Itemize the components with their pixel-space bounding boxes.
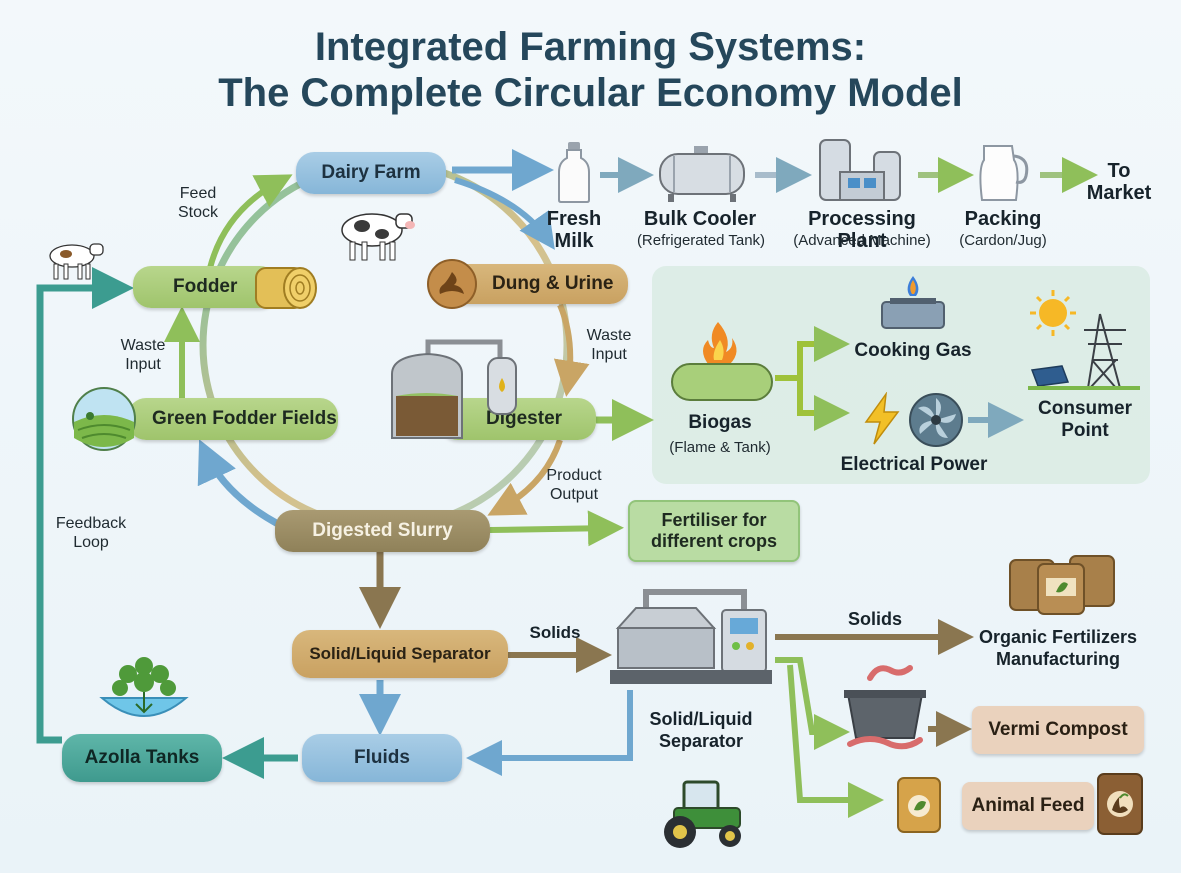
node-animal-feed: Animal Feed	[962, 782, 1094, 830]
node-fertiliser-crops: Fertiliser for different crops	[628, 500, 800, 562]
note-feed-stock: Feed Stock	[177, 185, 218, 221]
arrow-fodder-to-dairy	[207, 174, 293, 269]
node-green-fodder-fields: Green Fodder Fields	[128, 398, 338, 440]
arrow-dairy-to-dung	[454, 177, 555, 250]
label-to-market: To Market	[1086, 160, 1152, 204]
node-vermi-compost: Vermi Compost	[972, 706, 1144, 754]
node-digester: Digester	[440, 398, 596, 440]
dung-icon	[427, 259, 477, 309]
label-biogas-sub: (Flame & Tank)	[669, 439, 771, 456]
label-bulk-cooler-sub: (Refrigerated Tank)	[636, 232, 766, 249]
note-solids-2: Solids	[847, 609, 902, 629]
green-field-icon	[72, 387, 136, 451]
note-product-output: Product Output	[546, 467, 602, 503]
biogas-tank-flame-icon	[671, 322, 773, 401]
fertilizer-sacks-icon	[1009, 555, 1115, 615]
arrow-slurry-to-green-fodder	[197, 439, 280, 528]
arrow-slurry-to-fertiliser	[489, 510, 624, 547]
label-fresh-milk: Fresh Milk	[546, 208, 602, 252]
azolla-plant-icon	[99, 657, 189, 717]
bulk-cooler-icon	[659, 146, 745, 202]
arrow-biogas-to-power	[797, 378, 850, 431]
milk-jug-icon	[979, 145, 1029, 201]
node-fluids: Fluids	[302, 734, 462, 782]
label-processing-plant-sub: (Advanced Machine)	[793, 232, 931, 249]
gas-stove-icon	[881, 276, 945, 329]
soil-sack-icon	[1097, 773, 1143, 835]
label-biogas: Biogas	[688, 412, 752, 433]
node-fodder: Fodder	[133, 266, 278, 308]
separator-machine-icon	[610, 589, 772, 684]
milk-bottle-icon	[558, 142, 590, 203]
label-separator-machine: Solid/Liquid Separator	[649, 709, 753, 751]
node-digested-slurry: Digested Slurry	[275, 510, 490, 552]
page-title-line1: Integrated Farming Systems:	[314, 25, 867, 69]
vermi-bin-icon	[844, 665, 926, 750]
note-waste-input-right: Waste Input	[586, 327, 632, 363]
lightning-icon	[864, 392, 900, 445]
feed-sack-icon	[897, 777, 941, 833]
turbine-icon	[909, 393, 963, 447]
label-processing-plant: Processing Plant	[808, 208, 916, 252]
label-bulk-cooler: Bulk Cooler	[643, 208, 757, 230]
sun-icon	[1030, 290, 1076, 336]
digester-tank-icon	[391, 339, 517, 439]
label-packing: Packing	[964, 208, 1042, 230]
node-azolla-tanks: Azolla Tanks	[62, 734, 222, 782]
note-solids-1: Solids	[529, 623, 581, 642]
arrow-digester-to-slurry	[487, 439, 563, 516]
cow-small-icon	[49, 243, 104, 280]
processing-plant-icon	[819, 139, 901, 201]
arrow-machine-to-feed	[787, 664, 884, 818]
label-cooking-gas: Cooking Gas	[854, 340, 972, 361]
note-feedback-loop: Feedback Loop	[55, 515, 127, 551]
arrow-feedback-loop	[36, 267, 134, 744]
node-solid-liquid-separator: Solid/Liquid Separator	[292, 630, 508, 678]
cow-icon	[341, 213, 415, 261]
note-waste-input-left: Waste Input	[120, 337, 166, 373]
label-organic-fertilizers: Organic Fertilizers Manufacturing	[978, 627, 1138, 669]
label-consumer-point: Consumer Point	[1038, 398, 1132, 441]
hay-bale-icon	[255, 267, 317, 309]
arrow-machine-to-vermi	[775, 657, 850, 750]
label-packing-sub: (Cardon/Jug)	[959, 232, 1047, 249]
tractor-icon	[664, 780, 741, 848]
node-dairy-farm: Dairy Farm	[296, 152, 446, 194]
arrow-dung-to-digester	[553, 303, 590, 397]
power-tower-solar-icon	[1028, 313, 1140, 390]
arrow-biogas-to-cooking	[775, 326, 850, 381]
page-title-line2: The Complete Circular Economy Model	[218, 71, 963, 115]
arrow-machine-to-fluids	[466, 690, 633, 776]
label-electrical-power: Electrical Power	[840, 454, 988, 475]
